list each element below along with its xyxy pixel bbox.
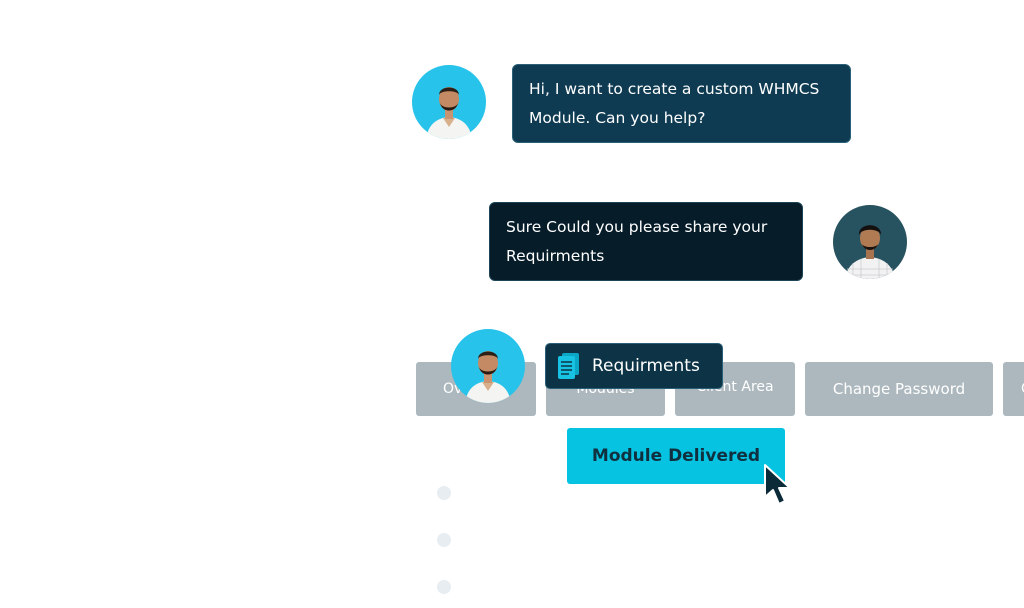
requirements-attachment[interactable]: Requirments — [545, 343, 723, 389]
tab-client-area[interactable]: Client Area — [675, 362, 795, 416]
agent-avatar — [833, 205, 907, 279]
decorative-dot — [437, 486, 451, 500]
tab-label: Change Password — [832, 380, 966, 398]
message-line: Module. Can you help? — [529, 109, 706, 127]
tab-partial[interactable]: C — [1003, 362, 1024, 416]
message-line: Requirments — [506, 247, 605, 265]
client-avatar — [412, 65, 486, 139]
person-photo-icon — [426, 87, 472, 139]
message-line: Hi, I want to create a custom WHMCS — [529, 80, 820, 98]
decorative-dot — [437, 580, 451, 594]
message-line: Sure Could you please share your — [506, 218, 768, 236]
tab-change-password[interactable]: Change Password — [805, 362, 993, 416]
person-photo-icon — [465, 351, 511, 403]
person-photo-icon — [845, 225, 895, 279]
agent-message-bubble: Sure Could you please share your Requirm… — [489, 202, 803, 281]
cursor-pointer-icon — [764, 464, 791, 505]
document-icon — [558, 353, 579, 379]
tab-label: C — [1021, 381, 1024, 397]
button-label: Module Delivered — [591, 446, 761, 466]
attachment-label: Requirments — [592, 356, 700, 376]
client-avatar — [451, 329, 525, 403]
decorative-dot — [437, 533, 451, 547]
client-message-bubble: Hi, I want to create a custom WHMCS Modu… — [512, 64, 851, 143]
module-delivered-button[interactable]: Module Delivered — [567, 428, 785, 484]
